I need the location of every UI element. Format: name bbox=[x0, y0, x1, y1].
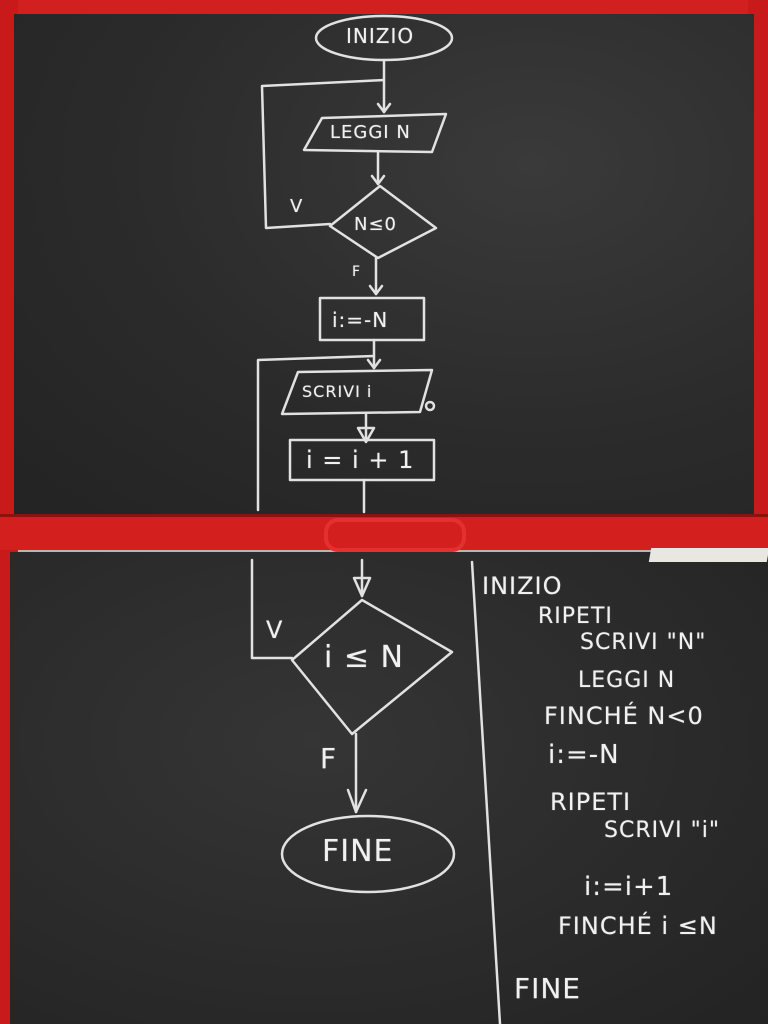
pseudocode-line: SCRIVI "i" bbox=[604, 818, 720, 843]
assign-label: i:=-N bbox=[332, 308, 389, 332]
pseudocode-line: RIPETI bbox=[550, 788, 632, 816]
false1-label: F bbox=[352, 264, 362, 280]
start-label: INIZIO bbox=[346, 24, 415, 48]
frame-top-rail bbox=[0, 0, 768, 16]
read-label: LEGGI N bbox=[330, 122, 411, 143]
condition2-label: i ≤ N bbox=[324, 640, 404, 675]
write-output-box bbox=[280, 368, 434, 416]
assign-box bbox=[318, 296, 426, 342]
write-label: SCRIVI i bbox=[302, 382, 373, 401]
pseudocode-line: FINCHÉ N<0 bbox=[544, 702, 704, 730]
bottom-chalkboard bbox=[10, 552, 768, 1024]
pseudocode-line: SCRIVI "N" bbox=[580, 630, 707, 655]
pseudocode-line: FINCHÉ i ≤N bbox=[558, 912, 718, 940]
end-label: FINE bbox=[322, 834, 394, 869]
condition1-label: N≤0 bbox=[354, 214, 397, 235]
increment-box bbox=[288, 438, 436, 482]
loop-back-line-2 bbox=[256, 354, 376, 512]
frame-handle[interactable] bbox=[324, 518, 466, 552]
loop-back-line-1 bbox=[260, 78, 386, 230]
increment-label: i = i + 1 bbox=[306, 446, 415, 474]
condition-diamond-1 bbox=[328, 184, 438, 260]
true1-label: V bbox=[290, 196, 304, 217]
pseudocode-line: i:=i+1 bbox=[584, 872, 674, 902]
pseudocode-divider bbox=[470, 560, 502, 1024]
pseudocode-line: FINE bbox=[514, 972, 581, 1005]
false2-label: F bbox=[320, 742, 338, 775]
condition-diamond-2 bbox=[290, 598, 454, 736]
true2-label: V bbox=[266, 616, 284, 644]
loop-back-line-3 bbox=[250, 558, 294, 660]
end-terminal bbox=[280, 814, 456, 894]
read-input-box bbox=[302, 112, 448, 154]
pseudocode-line: LEGGI N bbox=[578, 668, 676, 693]
pseudocode-line: RIPETI bbox=[538, 604, 613, 629]
pseudocode-line: INIZIO bbox=[482, 572, 563, 600]
pseudocode-line: i:=-N bbox=[548, 740, 620, 770]
